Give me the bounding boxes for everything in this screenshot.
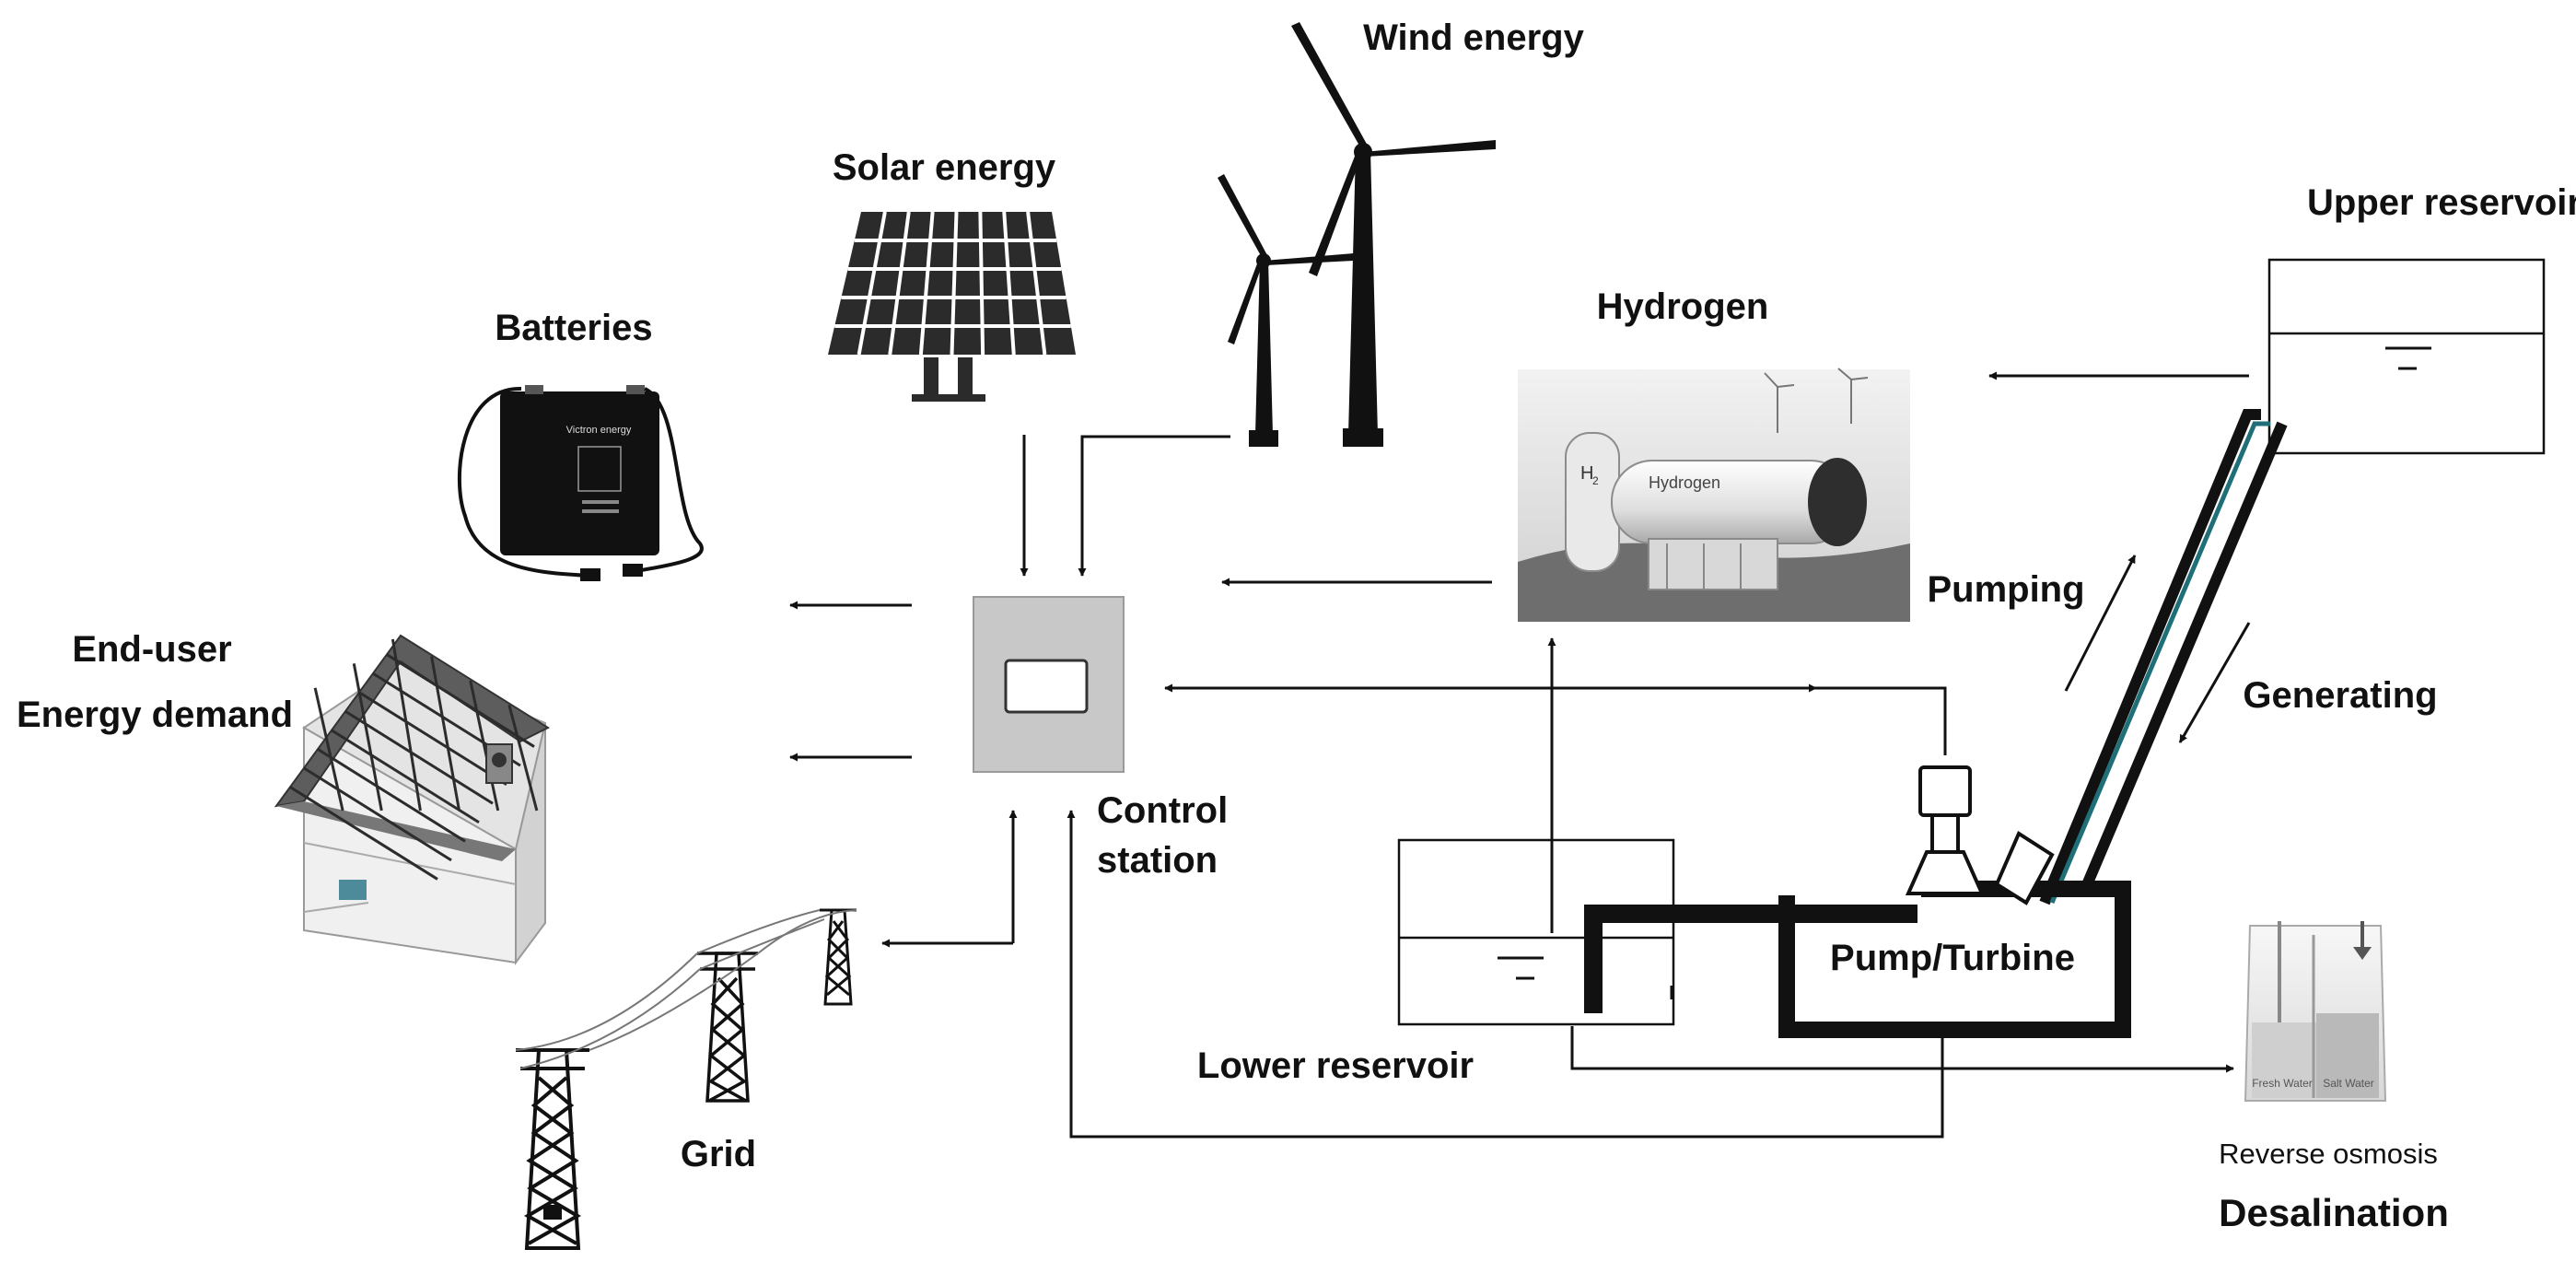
battery-icon: Victron energy xyxy=(457,385,704,581)
upper-reservoir-label: Upper reservoir xyxy=(2307,182,2576,223)
hydrogen-tank-text: Hydrogen xyxy=(1649,473,1720,492)
reverse-osmosis-label: Reverse osmosis xyxy=(2219,1138,2438,1170)
solar-panel-icon xyxy=(828,211,1076,402)
wind-turbines-icon xyxy=(1218,22,1496,447)
generating-label: Generating xyxy=(2243,675,2437,716)
energy-demand-label: Energy demand xyxy=(17,695,293,735)
fresh-water-text: Fresh Water xyxy=(2252,1077,2313,1090)
house-icon xyxy=(274,634,551,966)
salt-water-text: Salt Water xyxy=(2323,1077,2374,1090)
h2-symbol-text: H xyxy=(1580,463,1593,484)
control-station-label-line2: station xyxy=(1097,840,1218,881)
pump-turbine-housing xyxy=(1584,881,2131,1038)
lower-reservoir-tank xyxy=(1397,838,1675,1026)
wind-energy-label: Wind energy xyxy=(1363,18,1584,58)
desalination-beaker-icon: Fresh Water Salt Water xyxy=(2244,921,2387,1102)
control-station-box xyxy=(973,596,1125,773)
pump-turbine-unit-icon xyxy=(1905,765,2055,905)
arrow-pumping-up xyxy=(2064,555,2137,692)
lower-reservoir-label: Lower reservoir xyxy=(1197,1045,1474,1086)
pumping-label: Pumping xyxy=(1927,569,2084,610)
battery-brand-text: Victron energy xyxy=(566,425,632,436)
arrow-wind-to-control xyxy=(1078,435,1230,577)
end-user-label: End-user xyxy=(72,629,231,670)
control-station-label-line1: Control xyxy=(1097,790,1228,831)
pump-signal-line xyxy=(1816,686,1947,755)
pump-turbine-label: Pump/Turbine xyxy=(1830,938,2075,978)
solar-energy-label: Solar energy xyxy=(833,147,1056,188)
arrow-lower-reservoir-to-desalination xyxy=(1570,1026,2234,1073)
batteries-label: Batteries xyxy=(495,308,652,348)
hydrogen-label: Hydrogen xyxy=(1597,286,1769,327)
h2-subscript-text: 2 xyxy=(1592,474,1599,487)
desalination-label: Desalination xyxy=(2219,1191,2449,1234)
grid-label: Grid xyxy=(681,1134,756,1174)
hydrogen-plant-image: H 2 Hydrogen xyxy=(1518,368,1910,622)
upper-reservoir-tank xyxy=(2267,258,2546,455)
arrow-generating-down xyxy=(2178,622,2251,743)
power-grid-towers-icon xyxy=(515,908,857,1250)
